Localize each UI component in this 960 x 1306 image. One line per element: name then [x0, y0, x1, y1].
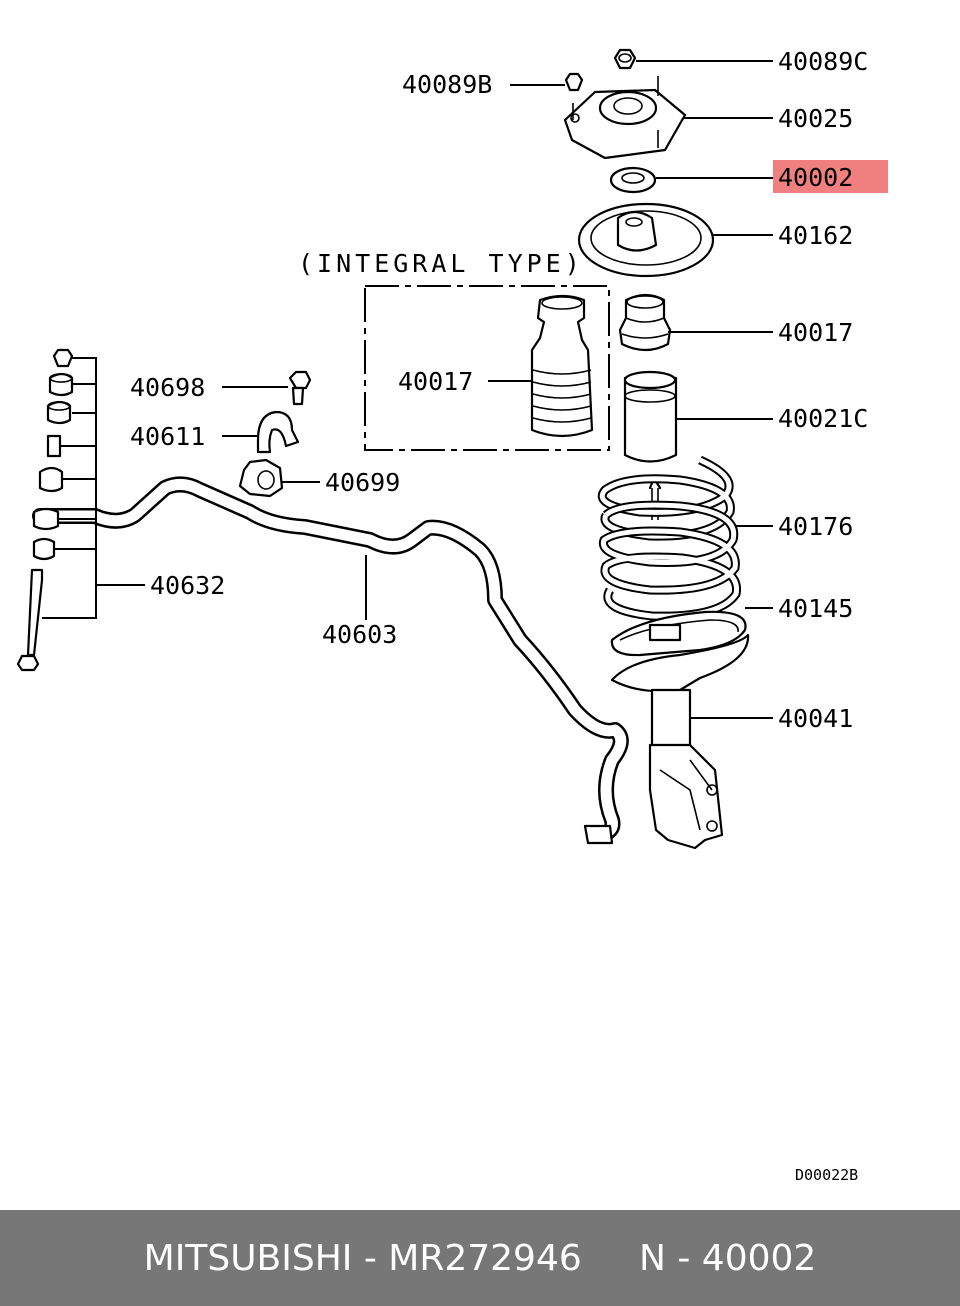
label-40017: 40017	[778, 318, 853, 347]
label-40025: 40025	[778, 104, 853, 133]
stabilizer-bar-40603	[32, 476, 629, 845]
label-40089C: 40089C	[778, 47, 868, 76]
bracket-40611	[256, 410, 300, 454]
label-40002: 40002	[778, 163, 853, 192]
label-40017-integral: 40017	[398, 367, 473, 396]
label-40632: 40632	[150, 571, 225, 600]
drawing-code: D00022B	[795, 1166, 858, 1184]
label-40603: 40603	[322, 620, 397, 649]
strut-mount-40025	[563, 76, 687, 160]
spring-seat-40162	[577, 202, 715, 278]
dust-cover-40021C	[623, 370, 678, 463]
label-40145: 40145	[778, 594, 853, 623]
nut-40089B	[564, 72, 584, 92]
bellows-boot-integral	[530, 294, 594, 438]
label-40698: 40698	[130, 373, 205, 402]
bolt-40698	[288, 370, 312, 406]
label-40176: 40176	[778, 512, 853, 541]
integral-type-box	[364, 285, 610, 451]
bracket-40632	[72, 357, 97, 619]
label-40021C: 40021C	[778, 404, 868, 433]
nut-40089C	[613, 48, 637, 70]
parts-diagram: 40089C 40089B 40025 40002 40162 (INTEGRA…	[16, 47, 888, 1184]
highlight-box	[773, 160, 888, 193]
label-40089B: 40089B	[402, 70, 492, 99]
integral-type-caption: (INTEGRAL TYPE)	[298, 249, 584, 278]
label-40611: 40611	[130, 422, 205, 451]
footer-part-info: MITSUBISHI - MR272946 N - 40002	[143, 1237, 817, 1279]
bump-stop-40017	[618, 293, 672, 352]
strut-assembly-40041	[610, 623, 750, 850]
label-40041: 40041	[778, 704, 853, 733]
coil-spring-40176	[597, 455, 742, 621]
label-40699: 40699	[325, 468, 400, 497]
footer-bar: MITSUBISHI - MR272946 N - 40002	[0, 1210, 960, 1306]
label-40162: 40162	[778, 221, 853, 250]
bushing-40699	[238, 458, 284, 498]
bearing-40002	[609, 166, 657, 194]
link-kit-40632	[16, 348, 74, 672]
diagram-canvas: 40089C 40089B 40025 40002 40162 (INTEGRA…	[16, 47, 888, 1184]
